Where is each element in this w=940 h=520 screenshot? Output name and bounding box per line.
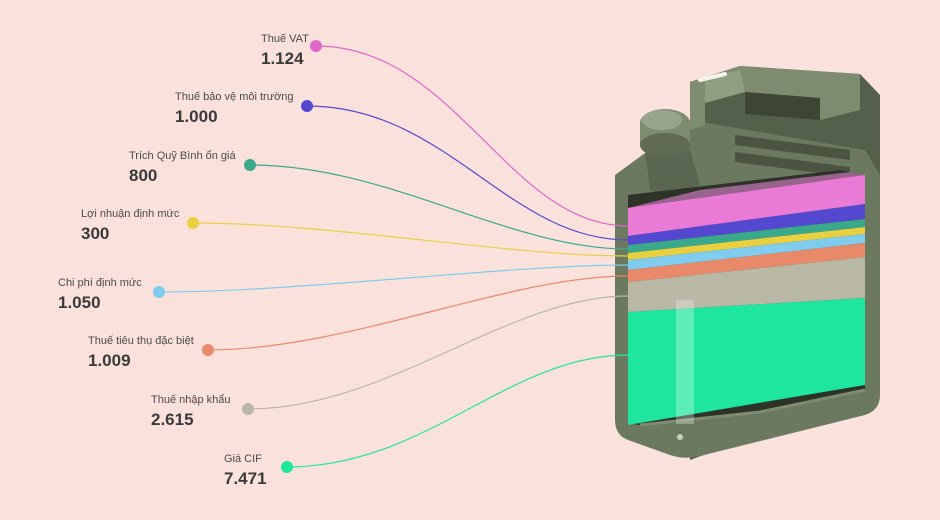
fluid-surface — [628, 172, 865, 236]
connector-line — [207, 275, 629, 351]
label-thue-bao-ve-moi-truong: Thuế bảo vệ môi trường 1.000 — [175, 90, 294, 128]
connector-dot — [187, 217, 199, 229]
connector-dot — [153, 286, 165, 298]
connector-dot — [242, 403, 254, 415]
fluid-layer — [628, 234, 865, 270]
connector-line — [247, 295, 629, 410]
label-trich-quy-binh-on-gia: Trích Quỹ Bình ổn giá 800 — [129, 149, 236, 187]
connector-line — [192, 222, 629, 257]
label-value: 300 — [81, 224, 110, 243]
label-name: Thuế tiêu thụ đặc biệt — [88, 335, 194, 347]
label-thue-nhap-khau: Thuế nhập khẩu 2.615 — [151, 393, 231, 431]
label-name: Trích Quỹ Bình ổn giá — [129, 150, 236, 162]
fluid-layer — [628, 257, 865, 312]
label-thue-vat: Thuế VAT 1.124 — [261, 32, 309, 70]
fluid-layer — [628, 204, 865, 245]
label-value: 1.124 — [261, 49, 304, 68]
label-value: 1.050 — [58, 293, 101, 312]
label-value: 800 — [129, 166, 158, 185]
label-thue-tieu-thu-dac-biet: Thuế tiêu thụ đặc biệt 1.009 — [88, 334, 194, 372]
fluid-layer — [628, 219, 865, 253]
label-name: Chi phí định mức — [58, 277, 142, 289]
label-value: 1.009 — [88, 351, 131, 370]
fluid-layers — [628, 172, 865, 425]
connector-dot — [301, 100, 313, 112]
connector-dot — [310, 40, 322, 52]
label-name: Thuế VAT — [261, 33, 309, 45]
connector-dot — [202, 344, 214, 356]
connectors — [153, 40, 629, 473]
glass-highlight — [676, 300, 694, 424]
label-value: 2.615 — [151, 410, 194, 429]
label-value: 1.000 — [175, 107, 218, 126]
fluid-layer — [628, 227, 865, 260]
label-name: Thuế nhập khẩu — [151, 394, 231, 406]
fluid-layer — [628, 298, 865, 425]
label-loi-nhuan-dinh-muc: Lợi nhuận định mức 300 — [81, 207, 179, 245]
connector-line — [315, 45, 629, 227]
label-name: Lợi nhuận định mức — [81, 208, 180, 220]
connector-line — [249, 164, 629, 250]
fluid-layer — [628, 243, 865, 282]
connector-line — [286, 354, 629, 468]
connector-dot — [244, 159, 256, 171]
connector-dot — [281, 461, 293, 473]
connector-line — [306, 105, 629, 241]
label-value: 7.471 — [224, 469, 267, 488]
label-gia-cif: Giá CIF 7.471 — [224, 452, 267, 490]
label-name: Thuế bảo vệ môi trường — [175, 91, 294, 103]
connector-line — [158, 264, 629, 293]
label-chi-phi-dinh-muc: Chi phí định mức 1.050 — [58, 276, 142, 314]
label-name: Giá CIF — [224, 453, 262, 465]
